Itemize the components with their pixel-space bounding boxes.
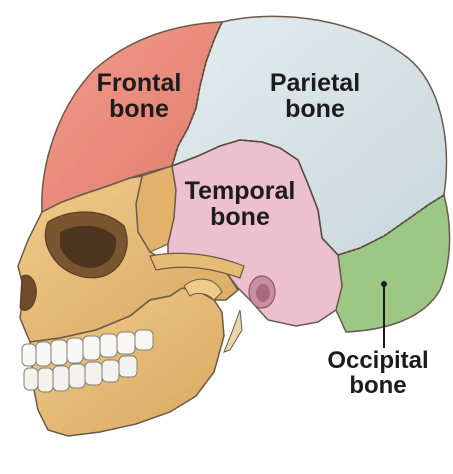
styloid-process [224,310,242,352]
label-frontal-line1: Frontal [80,70,198,96]
label-occipital-line1: Occipital [298,348,453,373]
label-temporal-bone: Temporal bone [160,178,320,231]
label-parietal-line1: Parietal [250,70,380,96]
label-temporal-line1: Temporal [160,178,320,204]
label-temporal-line2: bone [160,204,320,230]
label-frontal-line2: bone [80,96,198,122]
label-parietal-bone: Parietal bone [250,70,380,123]
occipital-leader-dot [381,281,387,287]
label-occipital-line2: bone [298,373,453,398]
ear-canal-inner [256,284,270,302]
label-frontal-bone: Frontal bone [80,70,198,123]
label-occipital-bone: Occipital bone [298,348,453,398]
label-parietal-line2: bone [250,96,380,122]
